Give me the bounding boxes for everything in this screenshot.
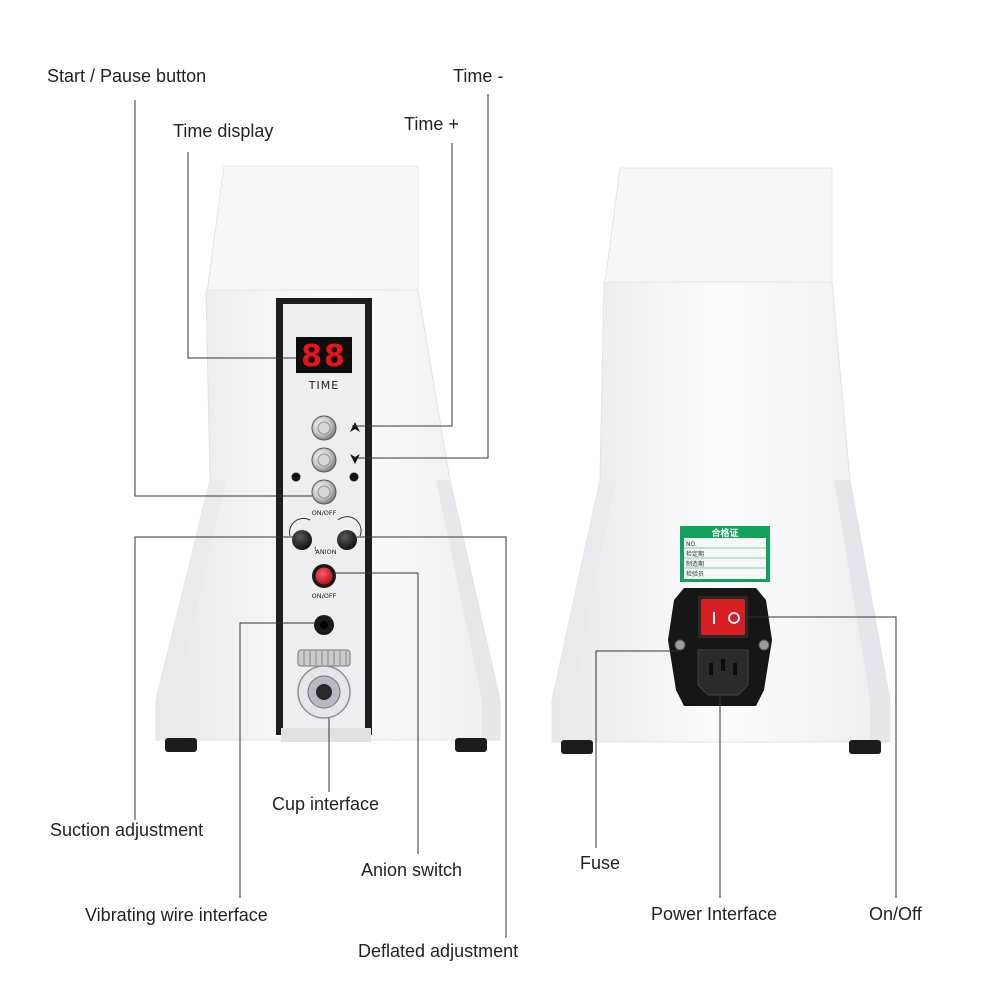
callout-start-pause: Start / Pause button [47, 66, 207, 86]
callout-time-display: Time display [173, 121, 274, 141]
leader-deflated [357, 536, 507, 938]
callout-anion-switch: Anion switch [361, 860, 463, 880]
back-foot-right [849, 740, 881, 754]
back-device: 合格证 NO. 检定期 制造期 检验员 [551, 167, 891, 754]
back-foot-left [561, 740, 593, 754]
callout-deflated-adjustment: Deflated adjustment [358, 941, 519, 961]
certificate-sticker: 合格证 NO. 检定期 制造期 检验员 [680, 526, 770, 582]
leader-fuse [595, 650, 678, 848]
start-button-label: ON/OFF [312, 509, 337, 517]
certificate-title: 合格证 [711, 527, 738, 539]
leader-time-plus [352, 143, 453, 427]
time-plus-button[interactable] [311, 415, 337, 441]
back-device-top [603, 167, 833, 291]
time-minus-button[interactable] [311, 447, 337, 473]
front-device: 88 TIME ON/OFF L ANION [155, 165, 501, 752]
front-foot-right [455, 738, 487, 752]
deflate-knob[interactable] [337, 516, 362, 550]
leader-time-minus [352, 94, 489, 459]
front-foot-left [165, 738, 197, 752]
anion-switch[interactable] [312, 564, 336, 588]
vibrating-wire-jack[interactable] [314, 615, 334, 635]
indicator-led-right [349, 472, 359, 482]
leader-anion [334, 572, 419, 854]
start-pause-button[interactable] [311, 479, 337, 505]
leader-on-off [748, 616, 897, 898]
callout-power-interface: Power Interface [651, 904, 778, 924]
time-display-digits: 88 [301, 339, 347, 374]
anion-switch-label: ON/OFF [312, 592, 337, 600]
certificate-row-3: 制造期 [686, 560, 704, 568]
certificate-row-2: 检定期 [686, 550, 704, 558]
arrow-down-icon [350, 454, 360, 464]
cup-interface-connector[interactable] [297, 649, 351, 719]
certificate-row-1: NO. [686, 541, 697, 548]
callout-cup-interface: Cup interface [272, 794, 380, 814]
power-rocker-switch[interactable] [698, 596, 748, 638]
front-device-top [205, 165, 419, 301]
indicator-led-left [291, 472, 301, 482]
callout-on-off: On/Off [869, 904, 922, 924]
leader-start-pause [134, 100, 312, 497]
knob-label-left: L [314, 545, 318, 553]
power-off-mark [728, 612, 740, 624]
knob-label-right: ANION [315, 548, 336, 556]
callout-fuse: Fuse [580, 853, 621, 873]
callout-time-minus: Time - [453, 66, 504, 86]
time-display-label: TIME [308, 379, 339, 392]
power-inlet-socket[interactable] [697, 649, 749, 696]
leader-time-display [187, 152, 296, 359]
callout-suction-adjustment: Suction adjustment [50, 820, 204, 840]
leader-vibrating [239, 622, 316, 898]
suction-knob[interactable] [289, 517, 312, 550]
time-display [296, 337, 352, 373]
certificate-row-4: 检验员 [686, 570, 704, 578]
leader-lines [134, 94, 897, 938]
callout-vibrating-wire: Vibrating wire interface [85, 905, 268, 925]
leader-suction [134, 536, 296, 820]
arrow-up-icon [350, 422, 360, 432]
callout-time-plus: Time + [404, 114, 459, 134]
